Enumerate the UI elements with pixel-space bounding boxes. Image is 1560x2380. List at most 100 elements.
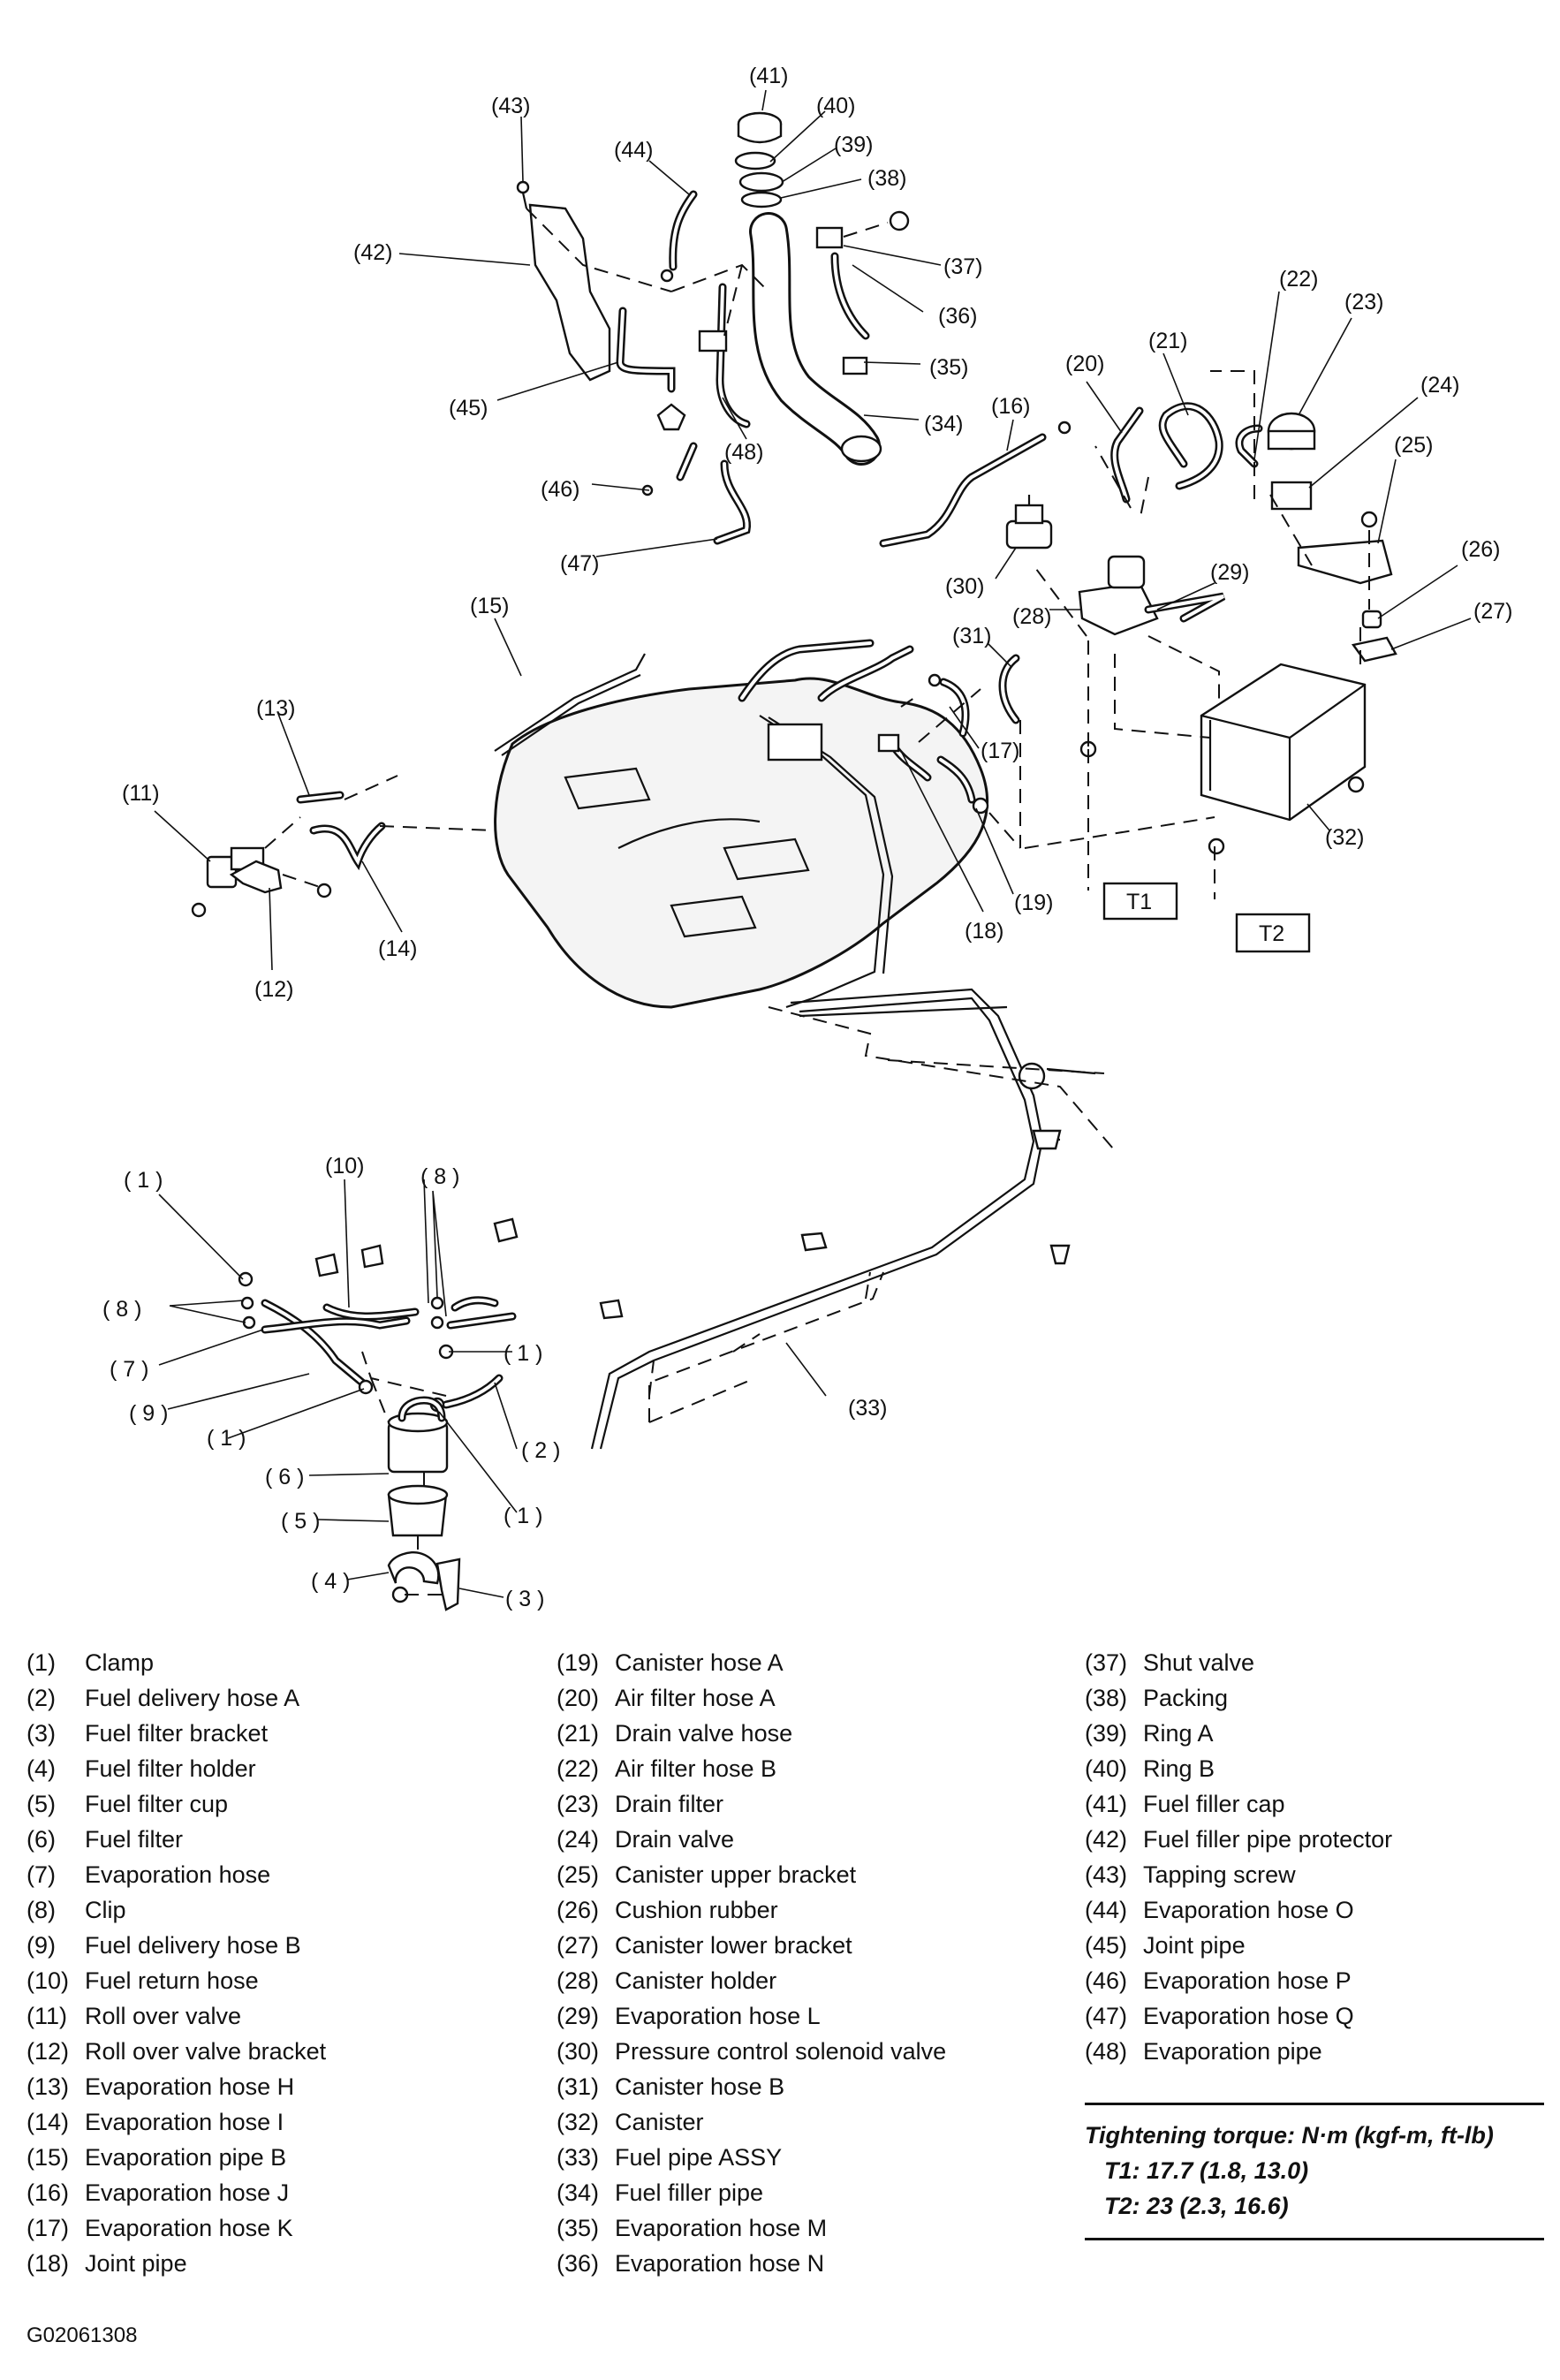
- callout-23: (23): [1344, 290, 1383, 315]
- legend-item: (33)Fuel pipe ASSY: [557, 2143, 783, 2171]
- callout-labels: (41) (40) (43) (39) (44) (38) (42) (37) …: [102, 64, 1512, 1611]
- callout-26: (26): [1461, 537, 1500, 562]
- legend-item: (2)Fuel delivery hose A: [27, 1684, 300, 1711]
- legend-item: (4)Fuel filter holder: [27, 1755, 256, 1782]
- callout-8-right: ( 8 ): [420, 1164, 459, 1189]
- tank-top-pipes: [738, 639, 914, 762]
- legend-item: (39)Ring A: [1085, 1719, 1214, 1747]
- legend-item: (24)Drain valve: [557, 1825, 735, 1853]
- legend-item: (41)Fuel filler cap: [1085, 1790, 1285, 1817]
- t2-bolt: [1208, 838, 1225, 855]
- callout-43: (43): [491, 94, 530, 118]
- callout-10: (10): [325, 1154, 364, 1179]
- callout-12: (12): [254, 977, 293, 1002]
- callout-9: ( 9 ): [129, 1401, 168, 1426]
- evaporation-hose-p: [641, 442, 698, 496]
- legend-item: (27)Canister lower bracket: [557, 1931, 852, 1959]
- callout-13: (13): [256, 696, 295, 721]
- callout-37: (37): [943, 254, 982, 279]
- legend-item: (31)Canister hose B: [557, 2073, 785, 2100]
- canister-holder: [1078, 555, 1159, 636]
- legend-item: (47)Evaporation hose Q: [1085, 2002, 1354, 2029]
- legend-item: (16)Evaporation hose J: [27, 2179, 290, 2206]
- fuel-filter: [387, 1396, 449, 1474]
- ring-a: [738, 171, 784, 193]
- callout-24: (24): [1420, 373, 1459, 398]
- evaporation-hose-k: [928, 673, 970, 738]
- callout-17: (17): [981, 739, 1019, 763]
- legend-item: (37)Shut valve: [1085, 1649, 1255, 1676]
- pipe-route-box: [648, 1271, 884, 1423]
- evaporation-hose-j: [879, 421, 1072, 548]
- callout-8-left: ( 8 ): [102, 1297, 141, 1322]
- legend-item: (48)Evaporation pipe: [1085, 2037, 1322, 2065]
- legend-item: (10)Fuel return hose: [27, 1967, 259, 1994]
- canister-upper-bracket: [1297, 511, 1393, 585]
- hose-mount-clips: [314, 1217, 519, 1277]
- legend-item: (45)Joint pipe: [1085, 1931, 1246, 1959]
- legend-item: (9)Fuel delivery hose B: [27, 1931, 301, 1959]
- legend-column-3: (37)Shut valve (38)Packing (39)Ring A (4…: [1085, 1645, 1560, 2069]
- callout-34: (34): [924, 412, 963, 436]
- evaporation-hose-q: [713, 459, 752, 545]
- legend-item: (14)Evaporation hose I: [27, 2108, 284, 2135]
- legend-item: (32)Canister: [557, 2108, 704, 2135]
- callout-1-top: ( 1 ): [124, 1168, 163, 1193]
- legend-item: (44)Evaporation hose O: [1085, 1896, 1354, 1923]
- torque-box-t2: [1235, 913, 1311, 953]
- fuel-filler-cap: [737, 111, 783, 144]
- callout-19: (19): [1014, 891, 1053, 915]
- canister: [1200, 663, 1367, 822]
- callout-14: (14): [378, 936, 417, 961]
- figure-code: G02061308: [27, 2323, 138, 2347]
- legend-item: (11)Roll over valve: [27, 2002, 242, 2029]
- legend-item: (22)Air filter hose B: [557, 1755, 777, 1782]
- air-filter-hose-a: [1110, 406, 1144, 504]
- drain-filter: [1267, 412, 1316, 451]
- fuel-system-exploded-diagram: T1 T2 (41) (40) (43) (39) (44) (38) (42)…: [102, 64, 1512, 1611]
- legend-item: (20)Air filter hose A: [557, 1684, 776, 1711]
- callout-33: (33): [848, 1396, 887, 1421]
- callout-31: (31): [952, 624, 991, 648]
- callout-35: (35): [929, 355, 968, 380]
- legend-item: (7)Evaporation hose: [27, 1861, 271, 1888]
- evaporation-hose-l: [1144, 592, 1226, 623]
- legend-column-1: (1)Clamp (2)Fuel delivery hose A (3)Fuel…: [27, 1645, 557, 2281]
- evaporation-hose-m: [842, 356, 868, 375]
- callout-21: (21): [1148, 329, 1187, 353]
- drain-valve-hose: [1158, 402, 1223, 490]
- evaporation-hose-n: [830, 252, 870, 340]
- torque-t2-value: T2: 23 (2.3, 16.6): [1104, 2193, 1289, 2219]
- legend-item: (1)Clamp: [27, 1649, 155, 1676]
- legend-item: (13)Evaporation hose H: [27, 2073, 295, 2100]
- callout-16: (16): [991, 394, 1030, 419]
- legend-item: (3)Fuel filter bracket: [27, 1719, 269, 1747]
- callout-45: (45): [449, 396, 488, 421]
- joint-pipe-45: [616, 307, 686, 431]
- filler-dashed-link: [670, 263, 769, 337]
- callout-1-mid-right: ( 1 ): [504, 1341, 542, 1366]
- callout-7: ( 7 ): [110, 1357, 148, 1382]
- callout-47: (47): [560, 551, 599, 576]
- legend-item: (30)Pressure control solenoid valve: [557, 2037, 947, 2065]
- legend-item: (46)Evaporation hose P: [1085, 1967, 1352, 1994]
- legend-item: (18)Joint pipe: [27, 2249, 187, 2277]
- fuel-delivery-hose-a: [442, 1374, 504, 1409]
- packing: [740, 191, 783, 208]
- tightening-torque-table: Tightening torque: N·m (kgf-m, ft-lb) T1…: [1085, 2103, 1544, 2240]
- ring-b: [734, 151, 776, 171]
- callout-1-mid-left: ( 1 ): [207, 1426, 246, 1451]
- evaporation-hose-o: [660, 190, 698, 283]
- callout-11: (11): [122, 781, 160, 806]
- fuel-filter-holder: [387, 1551, 440, 1585]
- legend-item: (15)Evaporation pipe B: [27, 2143, 287, 2171]
- fuel-filler-pipe: [749, 212, 882, 466]
- torque-box-t1: [1102, 882, 1178, 921]
- callout-28: (28): [1012, 604, 1051, 629]
- fuel-lines-bundle: [261, 1296, 517, 1387]
- callout-39: (39): [834, 133, 873, 157]
- legend-item: (12)Roll over valve bracket: [27, 2037, 327, 2065]
- callout-46: (46): [541, 477, 579, 502]
- fuel-filter-cup: [387, 1484, 449, 1537]
- legend-item: (40)Ring B: [1085, 1755, 1215, 1782]
